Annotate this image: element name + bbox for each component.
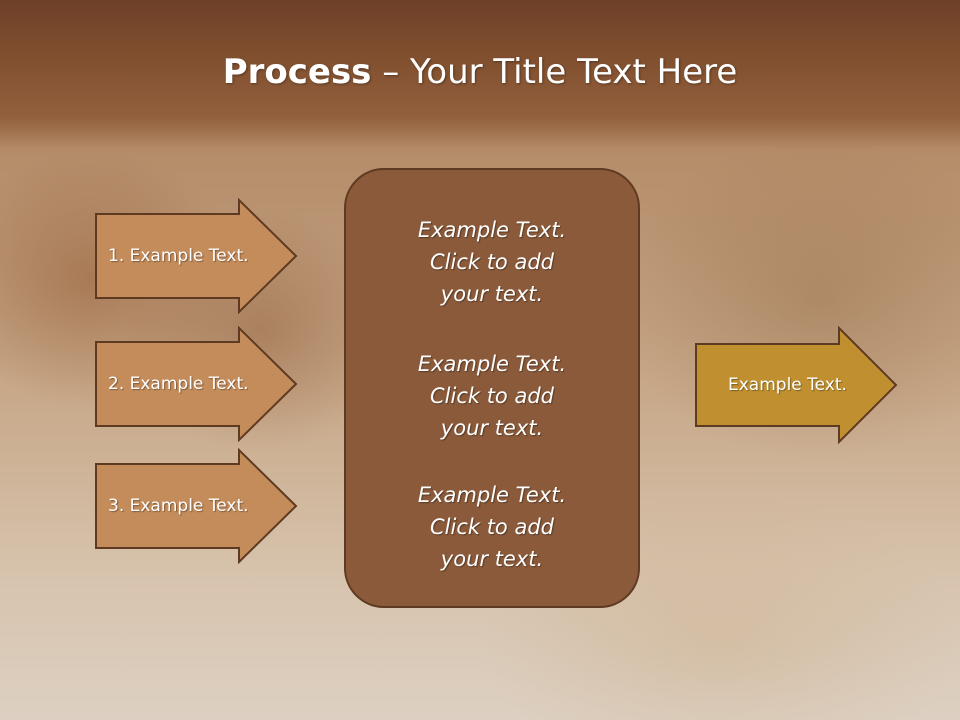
step-label-2: 2. Example Text. (108, 374, 249, 394)
title-bar (0, 0, 960, 150)
title-rest: – Your Title Text Here (371, 52, 738, 92)
title-bold: Process (222, 52, 372, 92)
step-arrow-3[interactable]: 3. Example Text. (94, 448, 300, 564)
step-arrow-2[interactable]: 2. Example Text. (94, 326, 300, 442)
center-text-box[interactable]: Example Text. Click to add your text. Ex… (344, 168, 640, 608)
output-arrow[interactable]: Example Text. (694, 326, 900, 444)
center-text-block-2: Example Text. Click to add your text. (417, 352, 567, 440)
step-label-1: 1. Example Text. (108, 246, 249, 266)
output-arrow-label: Example Text. (728, 375, 847, 395)
slide-title[interactable]: Process – Your Title Text Here (0, 52, 960, 92)
center-text-block-1: Example Text. Click to add your text. (417, 218, 567, 306)
step-label-3: 3. Example Text. (108, 496, 249, 516)
center-text-block-3: Example Text. Click to add your text. (417, 483, 567, 571)
step-arrow-1[interactable]: 1. Example Text. (94, 198, 300, 314)
